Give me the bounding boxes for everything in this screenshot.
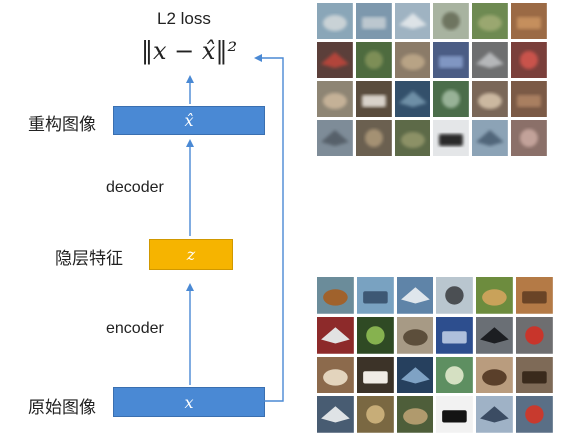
bird-blurry-tile — [433, 120, 470, 156]
dog-tile — [476, 356, 514, 394]
frog-tile — [356, 316, 394, 354]
truck-blurry-tile — [511, 42, 547, 78]
latent-box: z — [149, 239, 233, 270]
frog-tile — [356, 396, 394, 433]
frog-blurry-tile — [355, 42, 392, 78]
encoder-label: encoder — [106, 320, 164, 337]
dog-blurry-tile — [317, 81, 353, 117]
deer-tile — [396, 396, 434, 433]
horse-blurry-tile — [511, 81, 547, 117]
frog-tile — [436, 356, 474, 394]
original-label: 原始图像 — [28, 398, 96, 418]
cat-tile — [317, 277, 354, 314]
horse-blurry-tile — [355, 81, 392, 117]
ship-tile — [396, 277, 434, 314]
ship-tile — [317, 396, 354, 433]
car-blurry-tile — [317, 42, 353, 78]
automobile-tile — [317, 316, 354, 354]
truck-tile — [516, 316, 553, 354]
truck-tile — [436, 316, 474, 354]
frog-blurry-tile — [433, 81, 470, 117]
original-image-grid — [317, 277, 553, 433]
truck-tile — [396, 356, 434, 394]
airplane-tile — [436, 277, 474, 314]
original-symbol: x — [184, 392, 194, 412]
truck-blurry-tile — [511, 120, 547, 156]
horse-tile — [356, 356, 394, 394]
automobile-blurry-tile — [472, 42, 509, 78]
airplane-tile — [476, 396, 514, 433]
bird-tile — [436, 396, 474, 433]
truck-blurry-tile — [394, 81, 431, 117]
airplane-blurry-tile — [472, 120, 509, 156]
loss-formula: ‖x − x̂‖² — [141, 37, 238, 65]
truck-tile — [516, 396, 553, 433]
cat-blurry-tile — [394, 42, 431, 78]
reconstructed-box: x̂ — [113, 106, 265, 135]
dog-tile — [317, 356, 354, 394]
skip-connection-arrow — [254, 54, 284, 402]
latent-label: 隐层特征 — [55, 249, 123, 269]
airplane-blurry-tile — [433, 3, 470, 39]
reconstructed-symbol: x̂ — [184, 111, 194, 130]
frog-tile — [476, 277, 514, 314]
dog-blurry-tile — [472, 81, 509, 117]
deer-blurry-tile — [394, 120, 431, 156]
automobile-tile — [476, 316, 514, 354]
cat-tile — [396, 316, 434, 354]
frog-tile — [516, 277, 553, 314]
reconstructed-image-grid — [317, 3, 547, 156]
airplane-blurry-tile — [394, 3, 431, 39]
ship-blurry-tile — [355, 3, 392, 39]
latent-symbol: z — [186, 245, 196, 264]
decoder-label: decoder — [106, 179, 164, 196]
reconstructed-label: 重构图像 — [28, 115, 96, 135]
ship-blurry-tile — [317, 3, 353, 39]
frog-blurry-tile — [472, 3, 509, 39]
ship-tile — [356, 277, 394, 314]
frog-blurry-tile — [355, 120, 392, 156]
ship-blurry-tile — [317, 120, 353, 156]
original-box: x — [113, 387, 265, 417]
loss-title: L2 loss — [157, 9, 211, 28]
horse-tile — [516, 356, 553, 394]
frog-blurry-tile — [511, 3, 547, 39]
truck-blurry-tile — [433, 42, 470, 78]
